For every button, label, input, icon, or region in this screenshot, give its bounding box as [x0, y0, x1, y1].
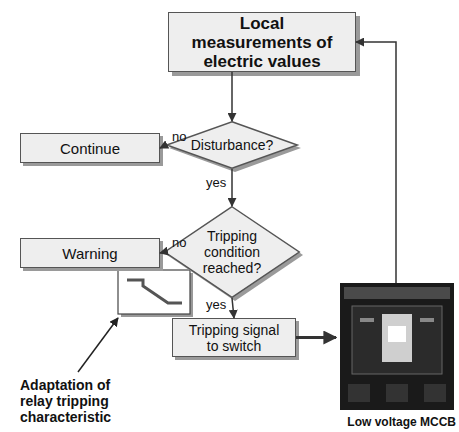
diamond-shape: [167, 122, 298, 169]
edge-label: no: [172, 129, 186, 144]
tripping-curve: [127, 280, 182, 303]
node-text: Continue: [60, 140, 120, 157]
mccb-illustration: [340, 283, 454, 410]
process-box: Warning: [20, 238, 160, 268]
node-text: Tripping signal to switch: [181, 322, 287, 354]
device-label: Low voltage MCCB: [347, 415, 456, 429]
annotation-label: Adaptation of relay tripping characteris…: [20, 377, 142, 425]
flow-arrow: [231, 72, 233, 121]
node-text: Local measurements of electric values: [189, 14, 335, 71]
flow-arrow: [160, 252, 164, 253]
flow-arrow: [232, 298, 234, 318]
node-text: Tripping condition reached?: [195, 228, 269, 276]
flow-arrow: [356, 42, 396, 283]
characteristic-icon: [118, 270, 190, 314]
edge-label: yes: [206, 297, 226, 312]
leader-arrow: [78, 318, 118, 372]
process-box: Local measurements of electric values: [168, 12, 356, 72]
process-box: Tripping signal to switch: [172, 318, 296, 357]
diamond-shape: [165, 207, 300, 298]
node-text: Warning: [62, 245, 117, 262]
breaker-device: Low voltage MCCB: [336, 283, 456, 429]
decision-diamond: Tripping condition reached?: [164, 206, 300, 298]
process-box: Continue: [20, 133, 160, 163]
flow-arrow: [160, 145, 166, 148]
node-text: Disturbance?: [177, 137, 287, 153]
flow-arrow: [296, 336, 336, 339]
flow-arrow: [231, 169, 233, 206]
edge-label: no: [172, 235, 186, 250]
decision-diamond: Disturbance?: [166, 121, 298, 169]
edge-label: yes: [206, 175, 226, 190]
